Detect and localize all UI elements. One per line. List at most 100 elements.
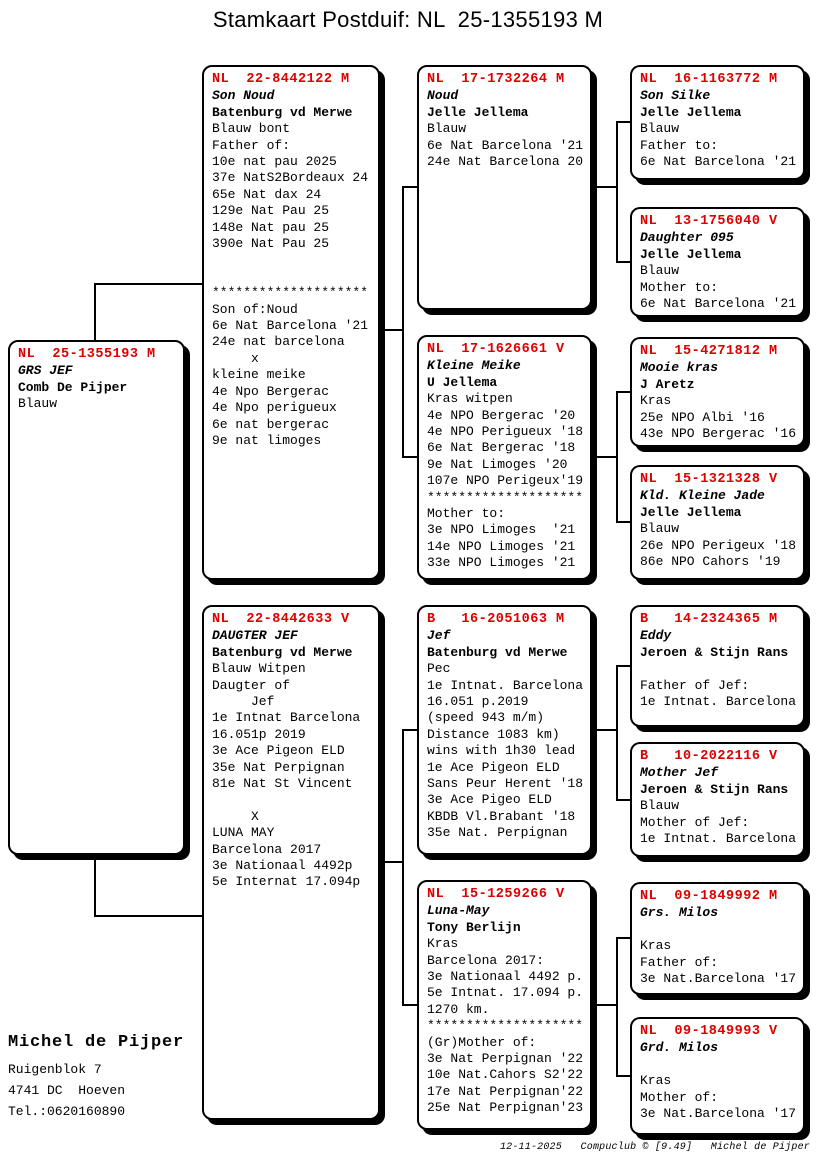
pigeon-name: Mother Jef [640, 765, 719, 781]
pedigree-connector-line [616, 937, 618, 1077]
pigeon-name: Eddy [640, 628, 672, 644]
detail-line: Kras [427, 936, 459, 952]
fancier-name [640, 922, 800, 938]
detail-line: 1e Intnat. Barcelona [640, 694, 797, 710]
detail-line: 4e NPO Bergerac '20 [427, 407, 576, 423]
pedigree-connector-line [616, 521, 631, 523]
pedigree-connector-line [616, 391, 618, 523]
pigeon-name: DAUGTER JEF [212, 628, 298, 644]
pedigree-connector-line [402, 186, 418, 188]
pedigree-connector-line [402, 729, 404, 1006]
pedigree-connector-line [94, 853, 96, 917]
fancier-name: Jeroen & Stijn Rans [640, 644, 789, 660]
detail-line: Blauw [640, 798, 680, 814]
detail-line: ******************** [427, 489, 584, 505]
detail-line: Blauw [640, 521, 680, 537]
pedigree-connector-line [592, 1004, 618, 1006]
pedigree-connector-line [402, 186, 404, 458]
detail-line: 9e nat limoges [212, 432, 322, 448]
detail-line: x [212, 350, 259, 366]
ring-number: NL 22-8442633 V [212, 612, 350, 627]
fancier-name: J Aretz [640, 376, 695, 392]
detail-line: 26e NPO Perigeux '18 [640, 537, 797, 553]
pigeon-name: Daughter 095 [640, 230, 734, 246]
detail-line: 3e NPO Limoges '21 [427, 522, 576, 538]
detail-line: Father of: [212, 137, 291, 153]
detail-line: X [212, 808, 259, 824]
detail-line: 1e Intnat Barcelona [212, 710, 361, 726]
detail-line: 5e Intnat. 17.094 p. [427, 985, 584, 1001]
detail-line: Blauw [427, 121, 467, 137]
fancier-name: Jelle Jellema [427, 104, 529, 120]
detail-line: wins with 1h30 lead [427, 743, 576, 759]
detail-line: Son of:Noud [212, 301, 298, 317]
detail-line: 65e Nat dax 24 [212, 186, 322, 202]
detail-line: 3e Ace Pigeo ELD [427, 792, 552, 808]
fancier-name: Batenburg vd Merwe [212, 644, 353, 660]
pedigree-connector-line [402, 456, 418, 458]
pigeon-name: Son Silke [640, 88, 711, 104]
detail-line: 86e NPO Cahors '19 [640, 554, 781, 570]
detail-line: KBDB Vl.Brabant '18 [427, 808, 576, 824]
detail-line: 14e NPO Limoges '21 [427, 538, 576, 554]
detail-line: 6e Nat Barcelona '21 [640, 296, 797, 312]
detail-line: 3e Nat Perpignan '22 [427, 1051, 584, 1067]
detail-line: 6e Nat Barcelona '21 [640, 154, 797, 170]
detail-line: Kras [640, 938, 672, 954]
ring-number: NL 13-1756040 V [640, 214, 778, 229]
detail-line: Mother of: [640, 1089, 719, 1105]
detail-line [640, 661, 800, 677]
detail-line: 1270 km. [427, 1001, 490, 1017]
owner-name: Michel de Pijper [8, 1033, 185, 1052]
pedigree-connector-line [94, 915, 204, 917]
detail-line: 37e NatS2Bordeaux 24 [212, 170, 369, 186]
detail-line: 107e NPO Perigeux'19 [427, 473, 584, 489]
ring-number: NL 15-1259266 V [427, 887, 565, 902]
footer-credit: 12-11-2025 Compuclub © [9.49] Michel de … [499, 1142, 810, 1153]
detail-line: 35e Nat Perpignan [212, 759, 345, 775]
detail-line: Blauw [640, 121, 680, 137]
pedigree-connector-line [616, 121, 631, 123]
ring-number: B 14-2324365 M [640, 612, 778, 627]
detail-line: 1e Intnat. Barcelona [427, 677, 584, 693]
pedigree-connector-line [592, 729, 618, 731]
pedigree-connector-line [616, 391, 631, 393]
detail-line: Jef [212, 694, 275, 710]
owner-phone: Tel.:0620160890 [8, 1104, 126, 1119]
detail-line: 24e Nat Barcelona 20 [427, 154, 584, 170]
detail-line: Blauw [640, 263, 680, 279]
detail-line: Kras witpen [427, 391, 513, 407]
detail-line: 16.051 p.2019 [427, 694, 529, 710]
ring-number: NL 25-1355193 M [18, 347, 156, 362]
ring-number: NL 09-1849992 M [640, 889, 778, 904]
pedigree-connector-line [616, 937, 631, 939]
detail-line: (Gr)Mother of: [427, 1034, 537, 1050]
detail-line: 81e Nat St Vincent [212, 776, 353, 792]
detail-line: 6e Nat Barcelona '21 [427, 137, 584, 153]
detail-line: 25e Nat Perpignan'23 [427, 1100, 584, 1116]
pedigree-connector-line [616, 665, 618, 801]
pigeon-name: Luna-May [427, 903, 490, 919]
detail-line: Sans Peur Herent '18 [427, 776, 584, 792]
detail-line: Pec [427, 661, 451, 677]
detail-line: 1e Ace Pigeon ELD [427, 759, 560, 775]
detail-line: 17e Nat Perpignan'22 [427, 1083, 584, 1099]
pedigree-connector-line [380, 861, 404, 863]
pigeon-name: Mooie kras [640, 360, 719, 376]
pedigree-connector-line [94, 283, 96, 342]
detail-line: 43e NPO Bergerac '16 [640, 426, 797, 442]
pedigree-connector-line [616, 665, 631, 667]
pigeon-name: Kld. Kleine Jade [640, 488, 765, 504]
owner-address-line2: 4741 DC Hoeven [8, 1083, 126, 1098]
pigeon-name: Noud [427, 88, 459, 104]
detail-line: 10e nat pau 2025 [212, 154, 337, 170]
pedigree-connector-line [402, 729, 418, 731]
pedigree-connector-line [94, 283, 204, 285]
detail-line: 33e NPO Limoges '21 [427, 555, 576, 571]
detail-line: Blauw bont [212, 121, 291, 137]
pedigree-connector-line [592, 456, 618, 458]
